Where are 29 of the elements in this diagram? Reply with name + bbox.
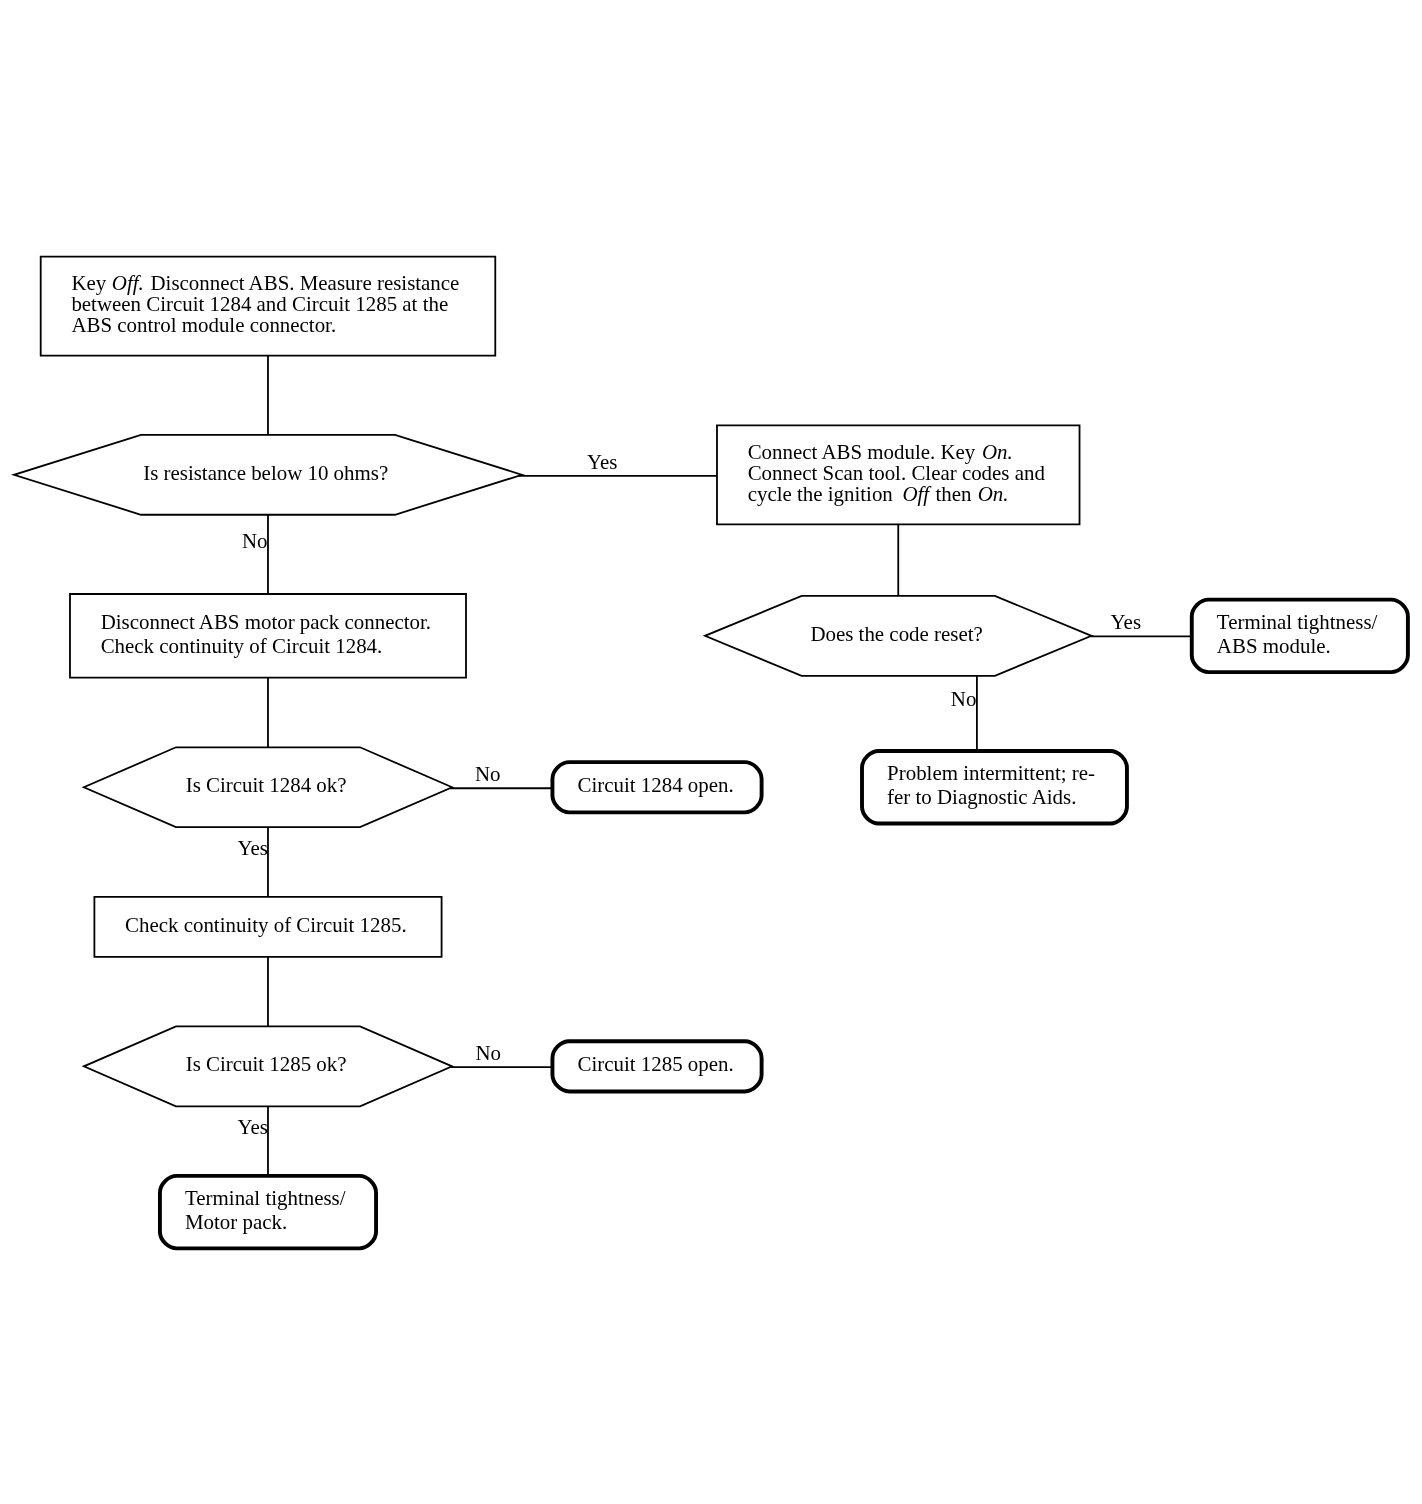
- connector: [897, 523, 900, 597]
- edge-label: No: [950, 686, 977, 711]
- node-box: Circuit 1284 open.: [550, 759, 764, 814]
- connector: [267, 354, 269, 435]
- edge-label: Yes: [1110, 609, 1142, 634]
- edge-label: Yes: [587, 449, 618, 474]
- node-box: Terminal tightness/ Motor pack.: [157, 1173, 378, 1250]
- node-box: Terminal tightness/ ABS module.: [1189, 597, 1410, 674]
- connector: [449, 786, 553, 789]
- node-box: Connect ABS module. Key On. Connect Scan tool. Clear codes and cycle the ignition Off then On.: [716, 423, 1081, 525]
- connector: [267, 676, 269, 748]
- edge-label: Yes: [237, 1114, 268, 1139]
- node-box: Circuit 1285 open.: [550, 1038, 764, 1093]
- node-box: Check continuity of Circuit 1285.: [93, 895, 443, 958]
- edge-label: No: [475, 1040, 501, 1065]
- connector: [267, 1105, 269, 1176]
- connector: [517, 474, 718, 477]
- node-box: Key Off. Disconnect ABS. Measure resistance between Circuit 1284 and Circuit 1285 at the ABS control module connector.: [39, 255, 497, 356]
- node-box: Disconnect ABS motor pack connector. Check continuity of Circuit 1284.: [69, 592, 467, 679]
- connector: [267, 513, 269, 595]
- connector: [267, 955, 269, 1027]
- connector: [1089, 634, 1193, 637]
- edge-label: No: [474, 761, 501, 786]
- edge-label: No: [241, 527, 268, 552]
- connector: [449, 1065, 554, 1068]
- connector: [267, 825, 269, 897]
- connector: [976, 674, 978, 751]
- edge-label: Yes: [237, 835, 268, 860]
- node-box: Problem intermittent; re- fer to Diagnostic Aids.: [860, 748, 1129, 825]
